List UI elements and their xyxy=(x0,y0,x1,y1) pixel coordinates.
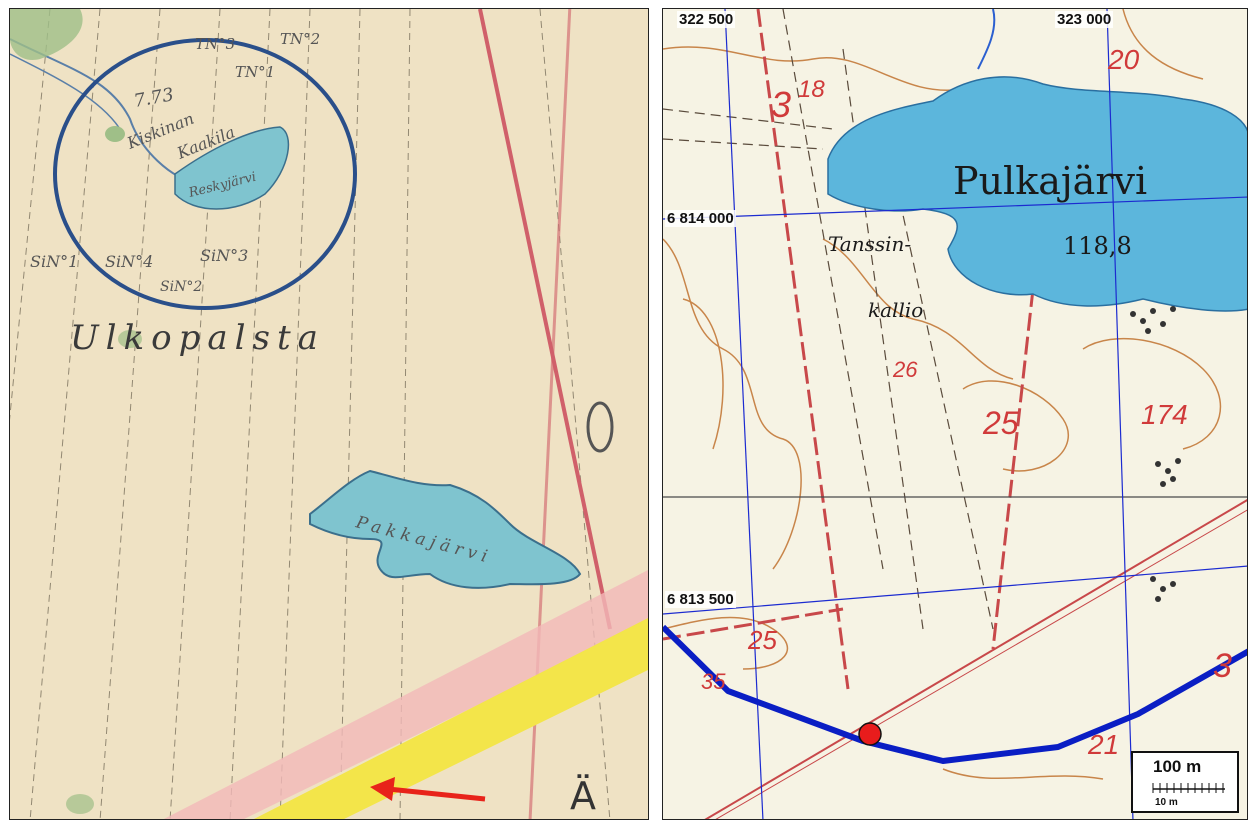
grid-easting-2: 323 000 xyxy=(1055,11,1114,28)
contour-label: 18 xyxy=(798,76,825,103)
contour-label: 25 xyxy=(982,405,1019,441)
highlight-circle xyxy=(53,38,357,310)
topo-map-panel: Pulkajärvi 118,8 Tanssin- kallio 3 18 26… xyxy=(662,8,1248,820)
sin-label-4: SiN°4 xyxy=(105,252,153,271)
road-band xyxy=(253,618,648,819)
pulkajarvi-lake xyxy=(827,76,1247,312)
contour-label: 3 xyxy=(771,84,791,125)
contour-label: 3 xyxy=(1213,647,1232,685)
route-line xyxy=(663,624,1247,764)
location-point xyxy=(858,722,882,746)
place-name-2: kallio xyxy=(868,298,923,322)
grid-easting-1: 322 500 xyxy=(677,11,736,28)
contour-label: 26 xyxy=(892,357,918,382)
contour-label: 25 xyxy=(747,625,777,655)
grid-northing-1: 6 814 000 xyxy=(665,210,736,227)
tn-label-1: TN°1 xyxy=(235,63,275,81)
scale-label-small: 10 m xyxy=(1155,797,1178,808)
grid-northing-2: 6 813 500 xyxy=(665,591,736,608)
corner-letter: Ä xyxy=(570,774,596,818)
contour-label: 174 xyxy=(1141,399,1188,430)
topo-map-drawing: Pulkajärvi 118,8 Tanssin- kallio 3 18 26… xyxy=(663,9,1247,819)
contour-label: 21 xyxy=(1087,729,1119,760)
handwritten-number: 7.73 xyxy=(132,84,175,112)
scale-label-large: 100 m xyxy=(1153,757,1202,776)
red-arrow xyxy=(387,786,486,802)
old-map-drawing: Reskyjärvi Pakkajärvi Ulkopalsta 7.73 Ki… xyxy=(10,9,648,819)
pakkajarvi-lake xyxy=(309,469,582,589)
scale-bar: 100 m 10 m xyxy=(1131,751,1239,813)
ulkopalsta-label: Ulkopalsta xyxy=(70,318,325,358)
sin-label-1: SiN°1 xyxy=(30,252,78,271)
tn-label-2: TN°2 xyxy=(280,30,320,48)
lake-elevation: 118,8 xyxy=(1063,232,1132,260)
tn-label-3: TN°3 xyxy=(195,35,235,53)
lake-name: Pulkajärvi xyxy=(953,159,1147,203)
old-map-panel: Reskyjärvi Pakkajärvi Ulkopalsta 7.73 Ki… xyxy=(9,8,649,820)
reskyjarvi-lake xyxy=(174,126,290,210)
sin-label-3: SiN°3 xyxy=(200,246,248,265)
scale-ticks xyxy=(1152,783,1225,793)
contour-label: 35 xyxy=(701,669,726,694)
sin-label-2: SiN°2 xyxy=(160,279,202,295)
place-name-1: Tanssin- xyxy=(828,232,911,256)
contour-label: 20 xyxy=(1107,44,1140,75)
